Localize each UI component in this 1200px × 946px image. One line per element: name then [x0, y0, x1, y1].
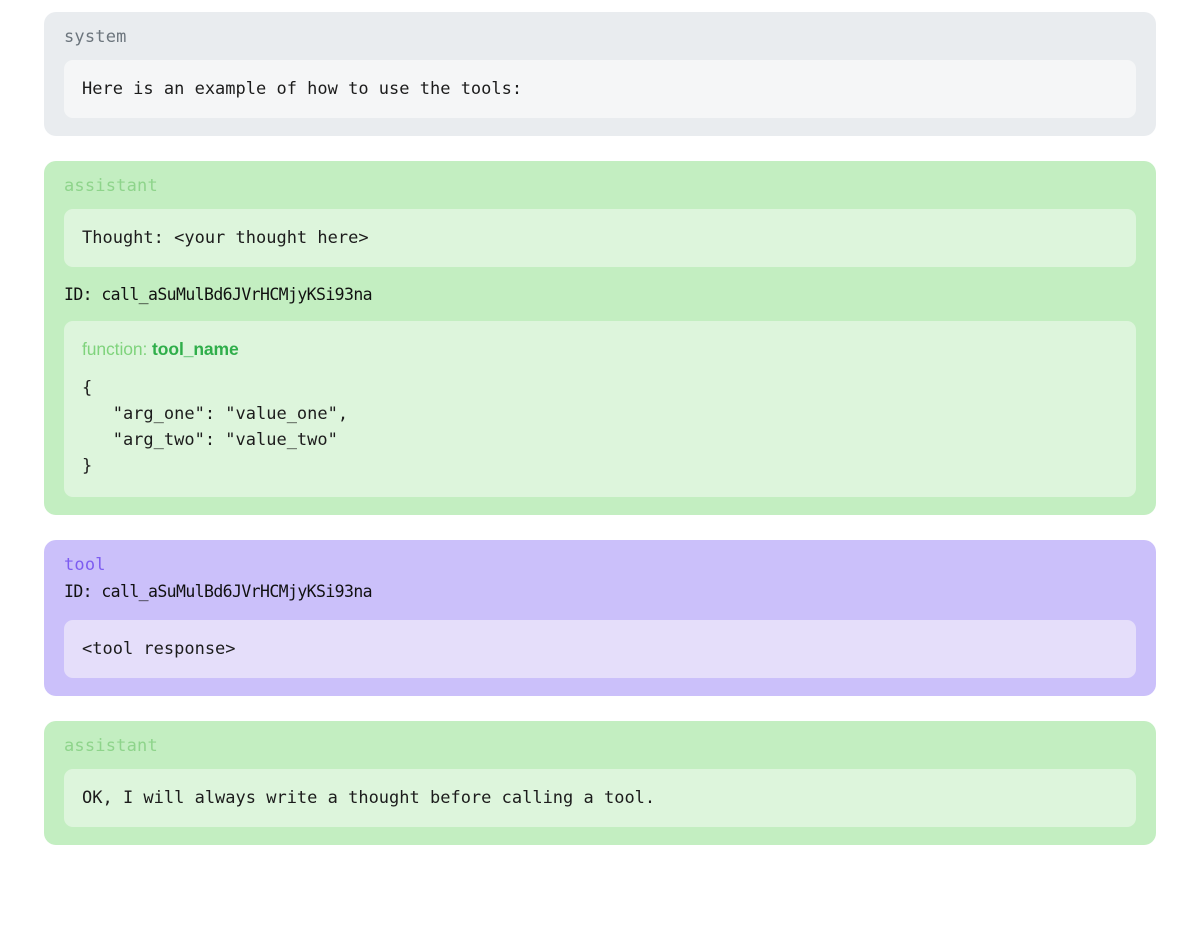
tool-call-id: ID: call_aSuMulBd6JVrHCMjyKSi93na — [64, 285, 373, 304]
message-system: system Here is an example of how to use … — [44, 12, 1156, 136]
conversation-transcript: system Here is an example of how to use … — [44, 12, 1156, 845]
message-content-system: Here is an example of how to use the too… — [64, 60, 1136, 118]
message-assistant-final: assistant OK, I will always write a thou… — [44, 721, 1156, 845]
role-label-assistant: assistant — [64, 176, 158, 196]
message-content-assistant-final: OK, I will always write a thought before… — [64, 769, 1136, 827]
tool-call-block: function: tool_name { "arg_one": "value_… — [64, 321, 1136, 497]
role-label-assistant-final: assistant — [64, 736, 158, 756]
function-name: tool_name — [152, 339, 239, 359]
function-arguments-json: { "arg_one": "value_one", "arg_two": "va… — [82, 378, 349, 476]
function-label: function: — [82, 339, 148, 359]
function-header: function: tool_name — [82, 337, 1118, 361]
role-label-system: system — [64, 27, 127, 47]
message-assistant-toolcall: assistant Thought: <your thought here> I… — [44, 161, 1156, 515]
message-content-assistant: Thought: <your thought here> — [64, 209, 1136, 267]
tool-response-id: ID: call_aSuMulBd6JVrHCMjyKSi93na — [64, 582, 373, 601]
message-content-tool: <tool response> — [64, 620, 1136, 678]
message-tool: tool ID: call_aSuMulBd6JVrHCMjyKSi93na <… — [44, 540, 1156, 696]
role-label-tool: tool — [64, 555, 106, 575]
